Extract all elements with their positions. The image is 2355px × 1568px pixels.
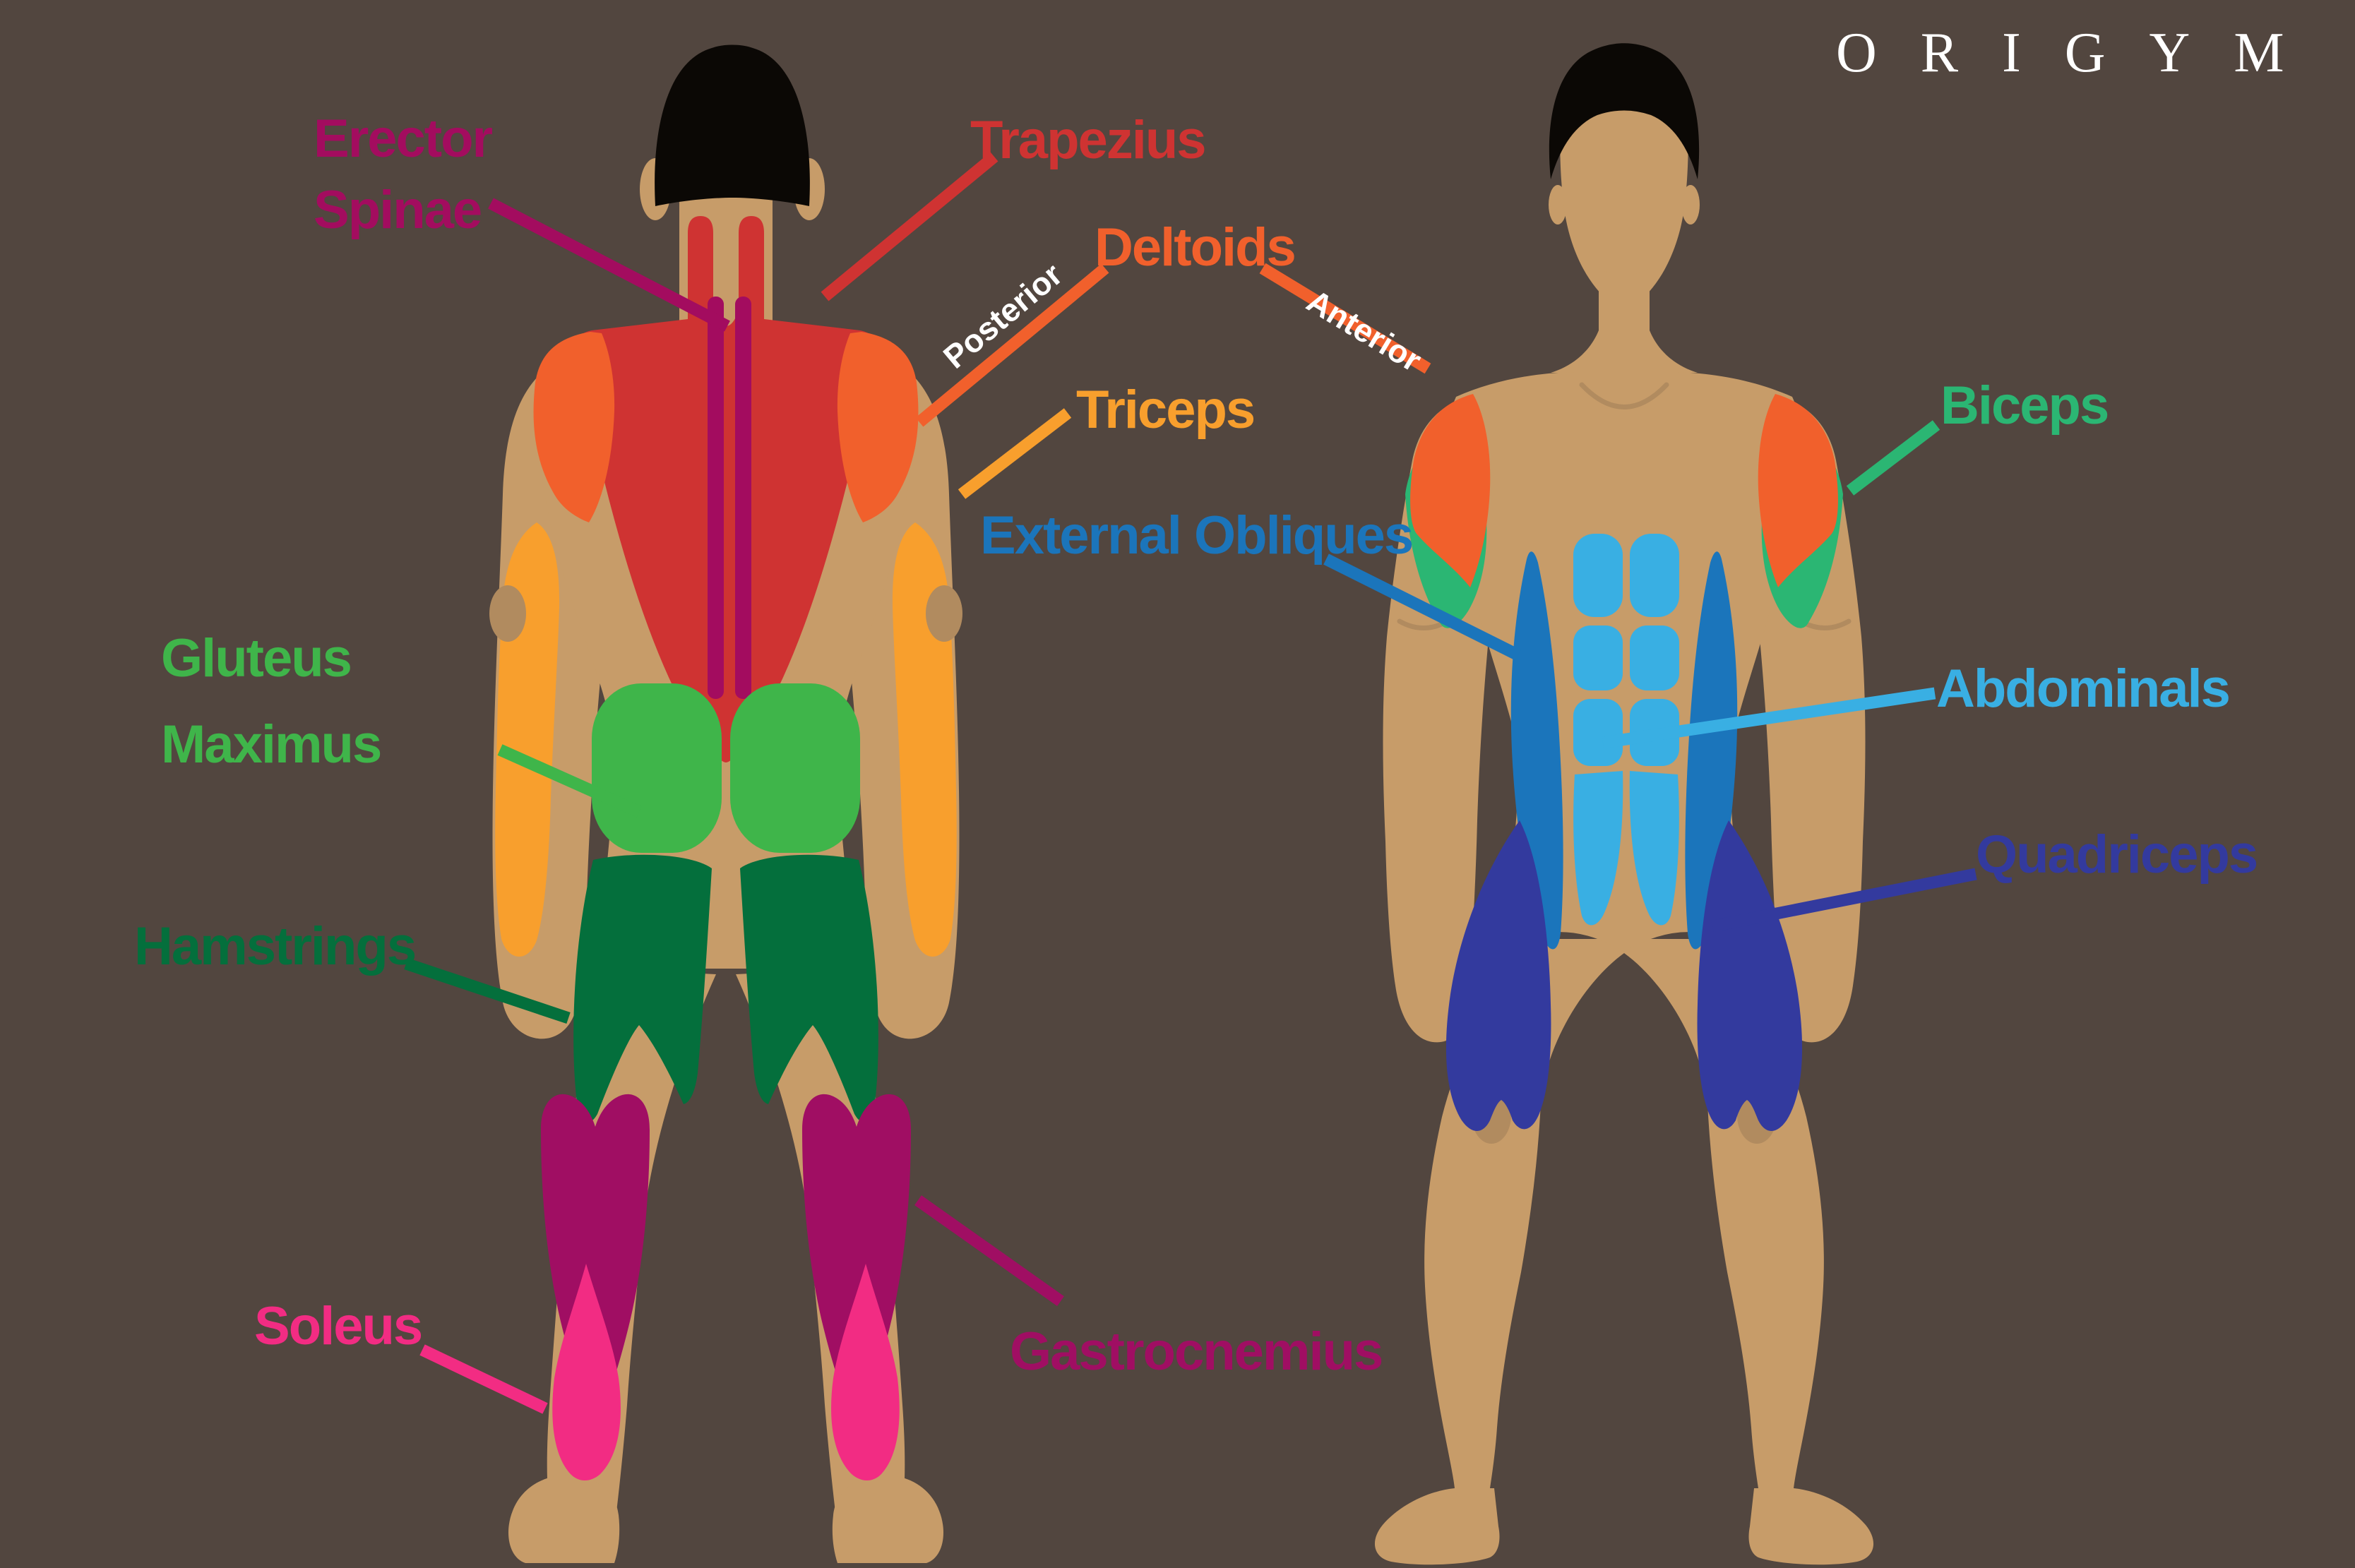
front-left-ear xyxy=(1549,185,1567,225)
right-elbow-shade xyxy=(926,585,962,642)
label-deltoids: Deltoids xyxy=(1095,217,1296,277)
posterior-figure xyxy=(489,44,962,1563)
label-erector-spinae: Erector Spinae xyxy=(314,103,493,246)
label-external-obliques: External Obliques xyxy=(980,505,1414,565)
soleus-muscle-right xyxy=(831,1264,900,1480)
label-gluteus-line2: Maximus xyxy=(161,714,382,774)
back-head-hair xyxy=(655,44,810,206)
label-erector-spinae-line2: Spinae xyxy=(314,180,482,241)
erector-spinae-leader-line xyxy=(488,198,730,332)
clavicle-line xyxy=(1579,382,1669,409)
anterior-figure xyxy=(1374,43,1874,1565)
front-right-ear xyxy=(1681,185,1700,225)
label-gluteus-line1: Gluteus xyxy=(161,628,352,688)
erector-spinae-muscle-left-band xyxy=(708,297,724,699)
erector-spinae-muscle-right-band xyxy=(735,297,751,699)
abdominal-segment-4R xyxy=(1629,771,1679,926)
soleus-muscle-left xyxy=(552,1264,621,1480)
left-elbow-shade xyxy=(489,585,526,642)
gluteus-leader-line xyxy=(497,744,642,818)
back-left-foot xyxy=(508,1475,620,1563)
anterior-deltoid-left xyxy=(1410,394,1491,587)
label-soleus: Soleus xyxy=(254,1296,423,1356)
front-right-elbow-crease xyxy=(1801,618,1852,631)
soleus-leader-line xyxy=(419,1344,548,1414)
gluteus-maximus-muscle-right xyxy=(730,683,860,853)
hamstrings-muscle-left xyxy=(573,854,712,1123)
gluteus-maximus-muscle-left xyxy=(592,683,722,853)
front-left-elbow-crease xyxy=(1397,618,1448,631)
leader-lines xyxy=(404,152,1977,1414)
front-left-foot xyxy=(1374,1488,1500,1565)
abdominal-segment-4L xyxy=(1573,771,1623,926)
label-gluteus-maximus: Gluteus Maximus xyxy=(161,616,382,787)
abdominal-segment-2R xyxy=(1630,626,1679,690)
deltoid-posterior-leader-line xyxy=(915,263,1109,427)
gastrocnemius-leader-line xyxy=(914,1195,1064,1306)
trapezius-leader-line xyxy=(821,152,998,301)
quadriceps-leader-line xyxy=(1711,868,1977,933)
anterior-deltoid-right xyxy=(1758,394,1838,587)
label-quadriceps: Quadriceps xyxy=(1976,825,2258,885)
label-abdominals: Abdominals xyxy=(1936,659,2231,719)
deltoid-anterior-leader-line xyxy=(1259,263,1431,374)
label-biceps: Biceps xyxy=(1940,376,2109,436)
front-face xyxy=(1560,56,1688,307)
hamstrings-muscle-right xyxy=(740,854,878,1123)
posterior-deltoid-left xyxy=(533,332,615,522)
label-hamstrings: Hamstrings xyxy=(134,916,417,976)
biceps-leader-line xyxy=(1846,420,1940,496)
origym-logo: ORIGYM xyxy=(1836,22,2328,84)
abdominals-leader-line xyxy=(1602,687,1936,749)
front-neck xyxy=(1551,268,1698,373)
posterior-deltoid-right xyxy=(837,332,919,522)
triceps-leader-line xyxy=(958,408,1072,499)
external-obliques-leader-line xyxy=(1323,553,1521,661)
abdominal-segment-3L xyxy=(1573,699,1623,766)
label-erector-spinae-line1: Erector xyxy=(314,109,493,169)
front-head-hair xyxy=(1549,43,1700,179)
quadriceps-muscle-left xyxy=(1445,820,1551,1131)
front-right-foot xyxy=(1748,1488,1874,1565)
hamstrings-leader-line xyxy=(404,957,571,1024)
abdominal-segment-1R xyxy=(1630,534,1679,617)
quadriceps-muscle-right xyxy=(1697,820,1803,1131)
abdominal-segment-2L xyxy=(1573,626,1623,690)
label-gastrocnemius: Gastrocnemius xyxy=(1010,1322,1383,1382)
abdominal-segment-1L xyxy=(1573,534,1623,617)
back-right-foot xyxy=(832,1475,943,1563)
label-trapezius: Trapezius xyxy=(970,110,1207,170)
trapezius-muscle xyxy=(573,216,879,762)
label-triceps: Triceps xyxy=(1076,380,1256,440)
